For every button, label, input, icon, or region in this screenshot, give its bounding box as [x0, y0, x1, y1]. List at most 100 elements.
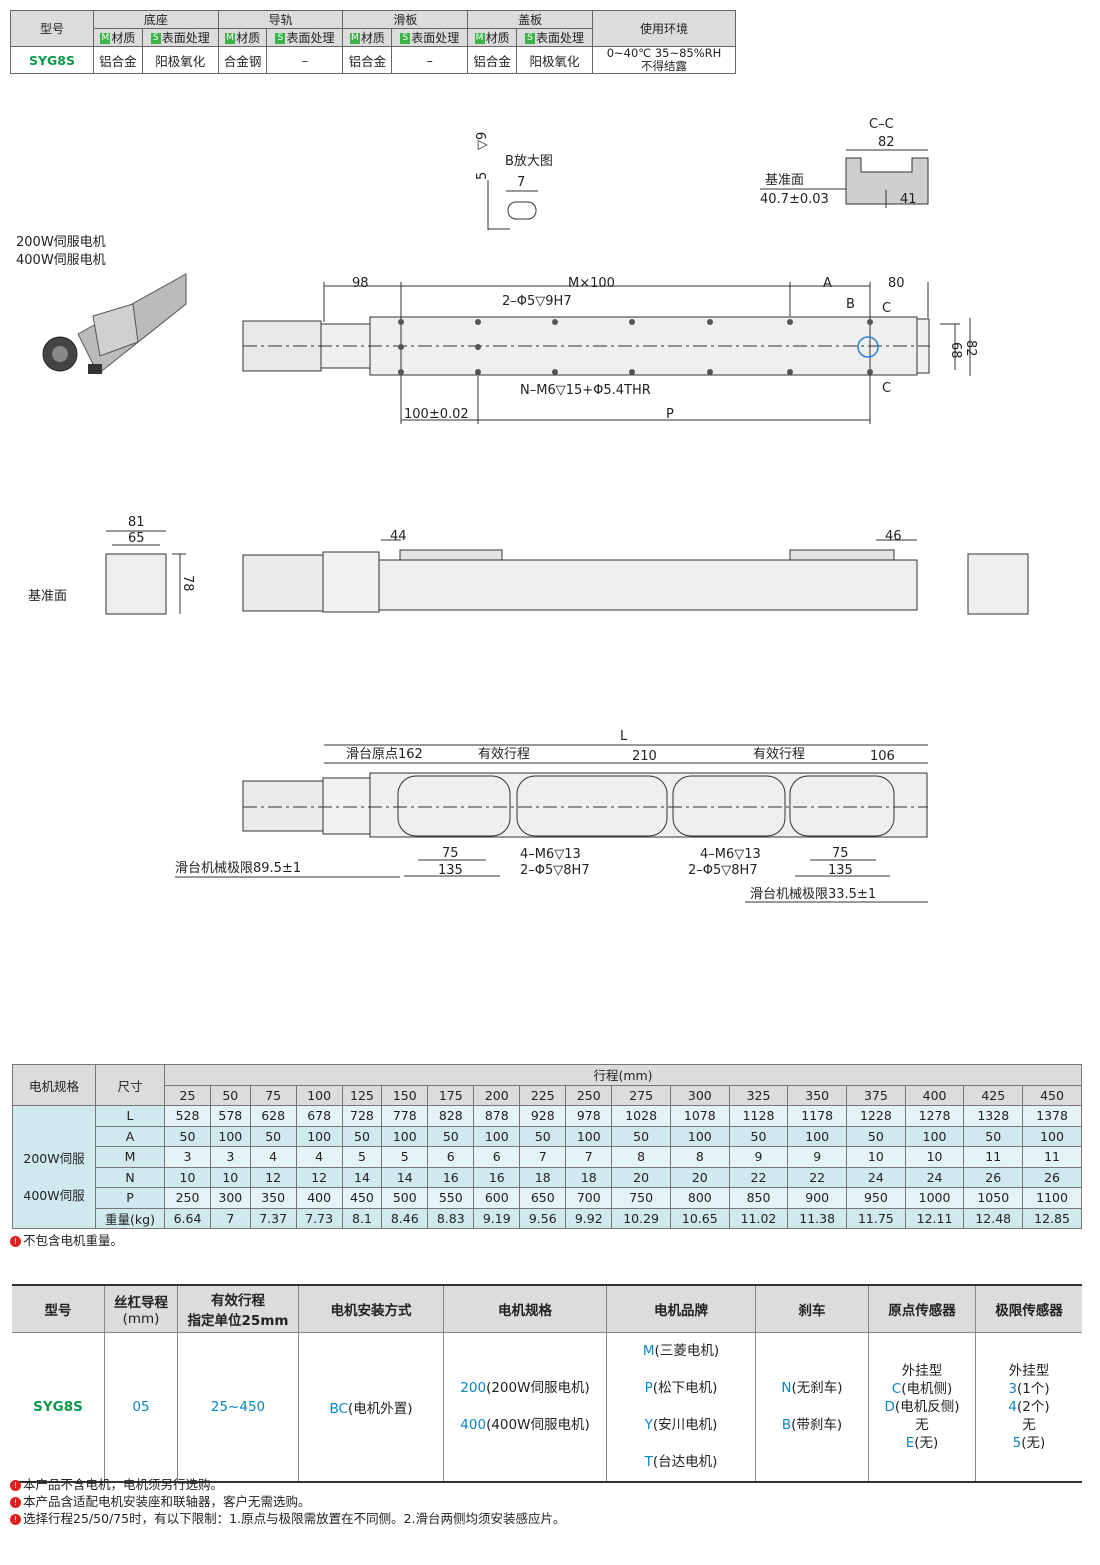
size-value: 10 — [210, 1166, 251, 1188]
label-stroke-2: 有效行程 — [753, 747, 805, 762]
size-value: 50 — [846, 1125, 906, 1147]
stroke-col-header: 325 — [728, 1084, 789, 1106]
cover-surface: 阳极氧化 — [515, 46, 594, 74]
size-value: 100 — [295, 1125, 343, 1147]
carriage-left — [397, 775, 511, 837]
size-value: 6 — [473, 1146, 521, 1168]
size-value: 11 — [963, 1146, 1024, 1168]
label-82: 82 — [963, 340, 978, 357]
size-value: 50 — [249, 1125, 297, 1147]
footnote-3: !选择行程25/50/75时，有以下限制：1.原点与极限需放置在不同侧。2.滑台… — [10, 1510, 566, 1527]
order-spec: 200(200W伺服电机) 400(400W伺服电机) — [443, 1332, 607, 1482]
h-order-origin: 原点传感器 — [868, 1285, 976, 1333]
carriage-right — [789, 775, 895, 837]
label-p: P — [666, 407, 674, 422]
module-body-side — [378, 559, 918, 611]
label-78: 78 — [180, 575, 195, 592]
size-value: 450 — [341, 1187, 383, 1209]
size-value: 850 — [728, 1187, 789, 1209]
label-68: 68 — [948, 342, 963, 359]
size-value: 9 — [787, 1146, 848, 1168]
label-106: 106 — [870, 749, 895, 764]
size-value: 8.1 — [341, 1207, 383, 1229]
stroke-col-header: 350 — [787, 1084, 848, 1106]
size-value: 16 — [473, 1166, 521, 1188]
label-detail-b-7: 7 — [517, 175, 525, 190]
size-value: 7.37 — [249, 1207, 297, 1229]
size-value: 100 — [904, 1125, 965, 1147]
label-origin: 滑台原点162 — [346, 747, 423, 762]
h-order-model: 型号 — [12, 1285, 105, 1333]
h-order-brand: 电机品牌 — [606, 1285, 756, 1333]
size-value: 100 — [1022, 1125, 1082, 1147]
size-value: 22 — [728, 1166, 789, 1188]
size-value: 10 — [846, 1146, 906, 1168]
stroke-col-header: 275 — [611, 1084, 671, 1106]
label-a: A — [823, 276, 832, 291]
size-value: 7 — [210, 1207, 251, 1229]
size-value: 550 — [427, 1187, 475, 1209]
size-value: 1378 — [1022, 1105, 1082, 1127]
label-80: 80 — [888, 276, 905, 291]
module-body-bottom — [369, 772, 928, 838]
size-value: 24 — [904, 1166, 965, 1188]
label-side-ref: 基准面 — [28, 589, 67, 604]
label-46: 46 — [885, 529, 902, 544]
label-m6-left: 4–M6▽13 — [520, 847, 581, 862]
label-hole2: N–M6▽15+Φ5.4THR — [520, 383, 651, 398]
size-value: 6 — [427, 1146, 475, 1168]
label-stroke-1: 有效行程 — [478, 747, 530, 762]
size-value: 50 — [963, 1125, 1024, 1147]
stroke-col-header: 400 — [904, 1084, 965, 1106]
order-table: 型号 丝杠导程(mm) 有效行程指定单位25mm 电机安装方式 电机规格 电机品… — [12, 1284, 1082, 1483]
base-material: 铝合金 — [93, 46, 143, 74]
h-order-stroke: 有效行程指定单位25mm — [177, 1285, 299, 1333]
label-210: 210 — [632, 749, 657, 764]
footnote-2: !本产品含适配电机安装座和联轴器，客户无需选购。 — [10, 1493, 566, 1510]
size-label: A — [95, 1125, 165, 1147]
size-value: 300 — [210, 1187, 251, 1209]
slider-material: 铝合金 — [342, 46, 393, 74]
size-value: 18 — [519, 1166, 567, 1188]
size-value: 600 — [473, 1187, 521, 1209]
stroke-note: !不包含电机重量。 — [10, 1230, 123, 1249]
label-44: 44 — [390, 529, 407, 544]
size-label: M — [95, 1146, 165, 1168]
label-m6-right: 4–M6▽13 — [700, 847, 761, 862]
h-env: 使用环境 — [592, 10, 736, 47]
label-c-bottom: C — [882, 381, 891, 396]
size-value: 3 — [210, 1146, 251, 1168]
order-stroke: 25~450 — [177, 1332, 299, 1482]
label-l: L — [620, 729, 628, 744]
size-value: 1128 — [728, 1105, 789, 1127]
size-value: 878 — [473, 1105, 521, 1127]
label-detail-b-5: 5 — [475, 172, 490, 180]
size-value: 8 — [611, 1146, 671, 1168]
size-value: 10.65 — [669, 1207, 730, 1229]
size-value: 8 — [669, 1146, 730, 1168]
stroke-col-header: 375 — [846, 1084, 906, 1106]
size-value: 20 — [611, 1166, 671, 1188]
label-phi5-right: 2–Φ5▽8H7 — [688, 863, 758, 878]
technical-drawing: B放大图 7 5 ▽9 C–C 82 基准面 40.7±0.03 41 98 M… — [28, 117, 1029, 903]
size-value: 778 — [381, 1105, 429, 1127]
stroke-col-header: 100 — [295, 1084, 343, 1106]
size-value: 50 — [427, 1125, 475, 1147]
size-value: 14 — [381, 1166, 429, 1188]
size-value: 400 — [295, 1187, 343, 1209]
size-value: 50 — [164, 1125, 211, 1147]
size-value: 4 — [249, 1146, 297, 1168]
size-value: 7 — [519, 1146, 567, 1168]
size-label: P — [95, 1187, 165, 1209]
size-value: 24 — [846, 1166, 906, 1188]
size-value: 100 — [210, 1125, 251, 1147]
size-value: 12 — [295, 1166, 343, 1188]
size-value: 628 — [249, 1105, 297, 1127]
size-value: 100 — [787, 1125, 848, 1147]
motor-body-side — [242, 554, 324, 612]
h-order-limit: 极限传感器 — [975, 1285, 1082, 1333]
size-value: 12.11 — [904, 1207, 965, 1229]
